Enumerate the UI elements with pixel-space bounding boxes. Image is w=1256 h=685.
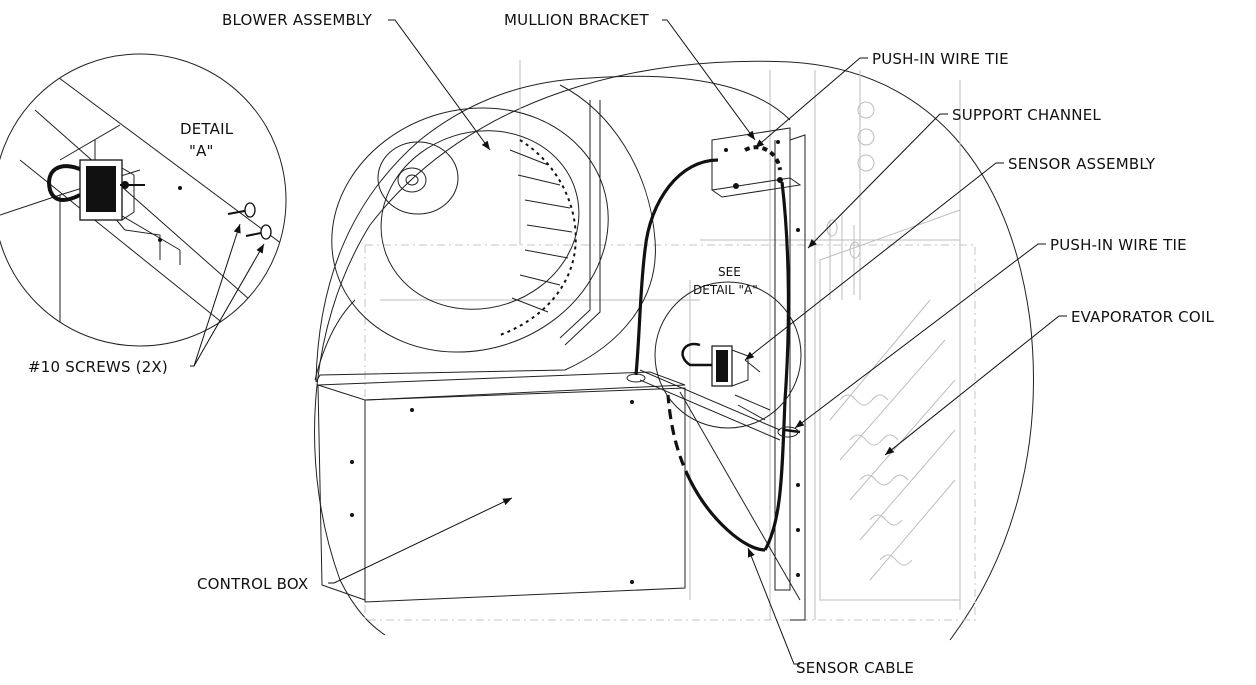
sensor-assembly <box>681 342 771 421</box>
screw-1 <box>227 202 256 218</box>
label-screws: #10 SCREWS (2X) <box>28 358 168 376</box>
label-push-in-wire-tie-top: PUSH-IN WIRE TIE <box>872 50 1009 68</box>
detail-a-view <box>0 53 287 347</box>
label-detail-letter: "A" <box>189 142 214 160</box>
label-control-box: CONTROL BOX <box>197 575 308 593</box>
mullion-bracket <box>711 127 802 198</box>
see-detail-circle <box>654 281 802 429</box>
leader-lines <box>190 19 1067 665</box>
control-box <box>317 371 686 603</box>
label-support-channel: SUPPORT CHANNEL <box>952 106 1101 124</box>
evaporator-coil <box>819 209 961 601</box>
view-boundary <box>314 60 1034 641</box>
label-see-detail: DETAIL "A" <box>693 283 758 297</box>
label-mullion-bracket: MULLION BRACKET <box>504 11 650 29</box>
label-sensor-assembly: SENSOR ASSEMBLY <box>1008 155 1156 173</box>
sensor-cable <box>634 158 801 552</box>
blower-assembly <box>314 75 791 383</box>
label-blower-assembly: BLOWER ASSEMBLY <box>222 11 373 29</box>
main-view <box>314 60 1034 641</box>
label-push-in-wire-tie-bottom: PUSH-IN WIRE TIE <box>1050 236 1187 254</box>
support-channel <box>769 70 816 621</box>
screw-2 <box>245 224 272 240</box>
label-see: SEE <box>718 265 741 279</box>
label-detail-title: DETAIL <box>180 120 234 138</box>
label-sensor-cable: SENSOR CABLE <box>796 659 914 677</box>
label-evaporator-coil: EVAPORATOR COIL <box>1071 308 1214 326</box>
